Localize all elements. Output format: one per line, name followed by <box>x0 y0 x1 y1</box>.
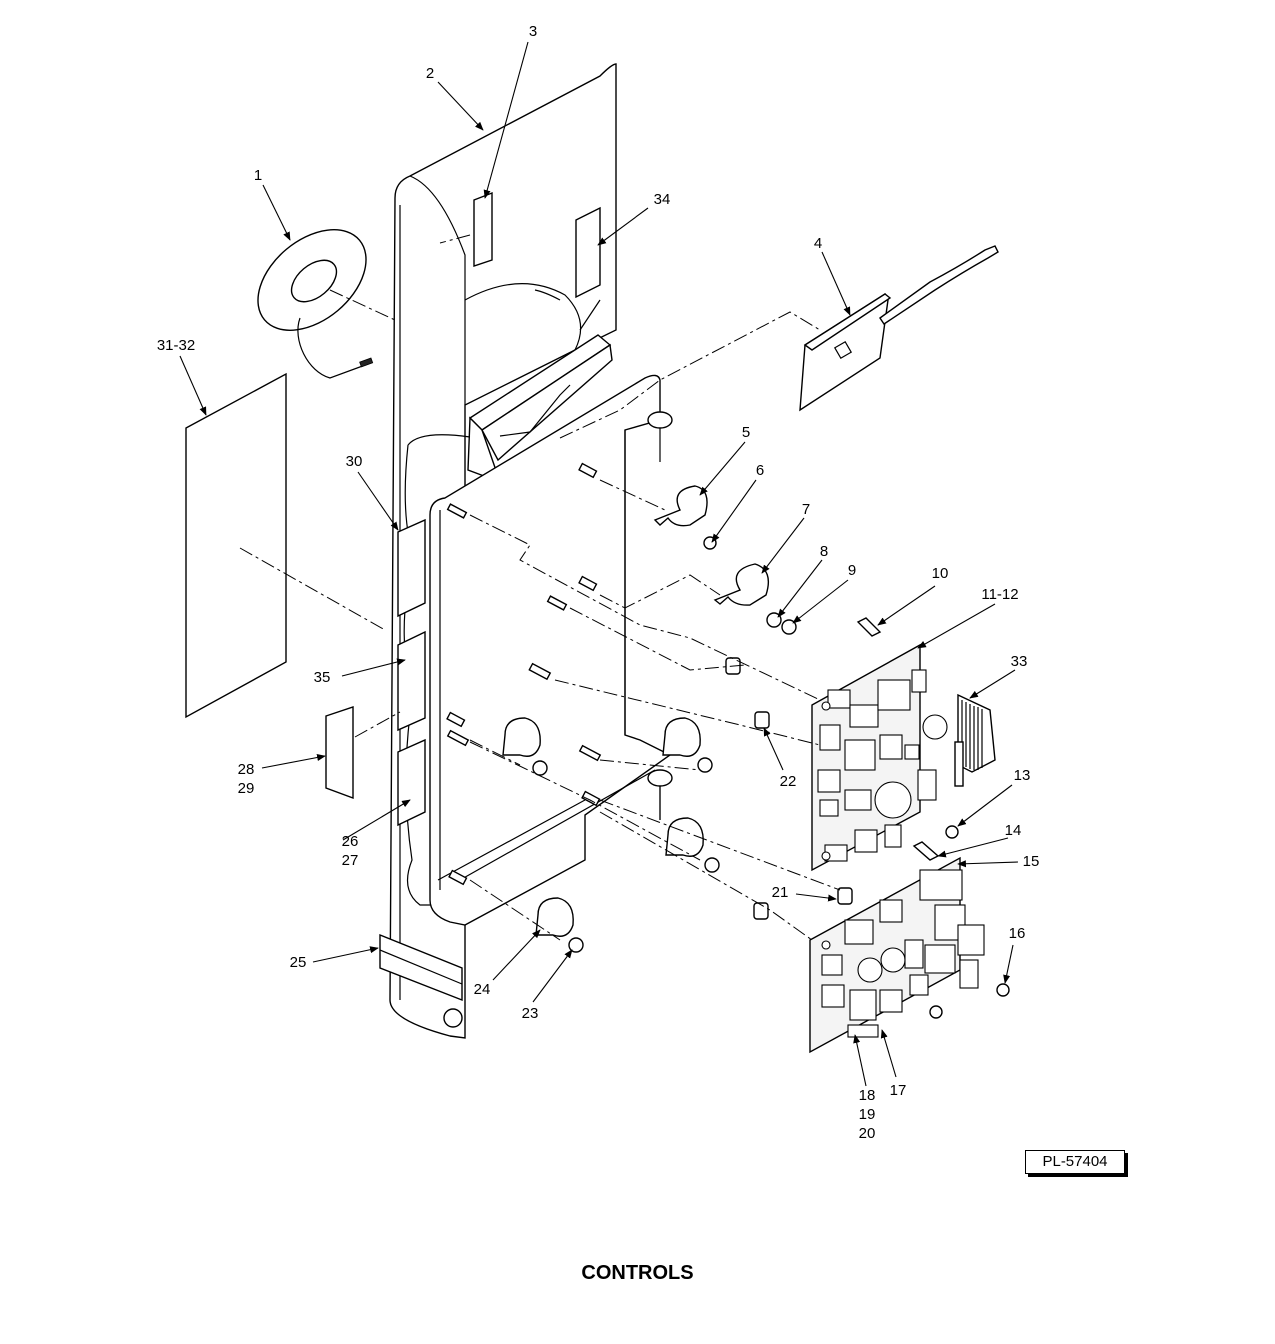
callout-22: 22 <box>780 773 797 790</box>
callout-14: 14 <box>1005 822 1022 839</box>
callout-13: 13 <box>1014 767 1031 784</box>
callout-30: 30 <box>346 453 363 470</box>
hardware-group <box>446 462 1010 1019</box>
main-panel-part <box>325 63 673 1039</box>
callout-7: 7 <box>802 501 810 518</box>
callout-4: 4 <box>814 235 822 252</box>
callout-20: 20 <box>859 1125 876 1142</box>
lower-circuit-board-part <box>809 856 985 1054</box>
callout-16: 16 <box>1009 925 1026 942</box>
callout-24: 24 <box>474 981 491 998</box>
callout-26: 26 <box>342 833 359 850</box>
callout-25: 25 <box>290 954 307 971</box>
sensor-bracket-part <box>799 245 999 412</box>
figure-title: CONTROLS <box>581 1262 694 1284</box>
upper-circuit-board-part <box>811 643 948 872</box>
callout-29: 29 <box>238 780 255 797</box>
ribbon-connector-part <box>954 693 996 787</box>
label-sheet-part <box>185 372 287 719</box>
callout-18: 18 <box>859 1087 876 1104</box>
callout-9: 9 <box>848 562 856 579</box>
callout-10: 10 <box>932 565 949 582</box>
callout-11-12: 11-12 <box>981 586 1018 603</box>
callout-33: 33 <box>1011 653 1028 670</box>
callout-15: 15 <box>1023 853 1040 870</box>
callout-17: 17 <box>890 1082 907 1099</box>
callout-23: 23 <box>522 1005 539 1022</box>
callout-21: 21 <box>772 884 789 901</box>
callout-19: 19 <box>859 1106 876 1123</box>
callout-8: 8 <box>820 543 828 560</box>
assembly-lines <box>239 234 841 941</box>
callout-6: 6 <box>756 462 764 479</box>
callout-3: 3 <box>529 23 537 40</box>
callout-5: 5 <box>742 424 750 441</box>
drawing-number-box: PL-57404 <box>1025 1150 1125 1174</box>
callout-1: 1 <box>254 167 262 184</box>
callout-28: 28 <box>238 761 255 778</box>
callout-31-32: 31-32 <box>157 337 195 354</box>
gasket-part <box>257 229 374 379</box>
callout-labels: 1 2 3 34 4 31-32 5 30 6 7 8 9 10 11-12 3… <box>157 23 1040 1142</box>
callout-27: 27 <box>342 852 359 869</box>
callout-35: 35 <box>314 669 331 686</box>
leader-lines <box>179 41 1019 1087</box>
callout-2: 2 <box>426 65 434 82</box>
callout-34: 34 <box>654 191 671 208</box>
drawing-number: PL-57404 <box>1042 1153 1108 1170</box>
